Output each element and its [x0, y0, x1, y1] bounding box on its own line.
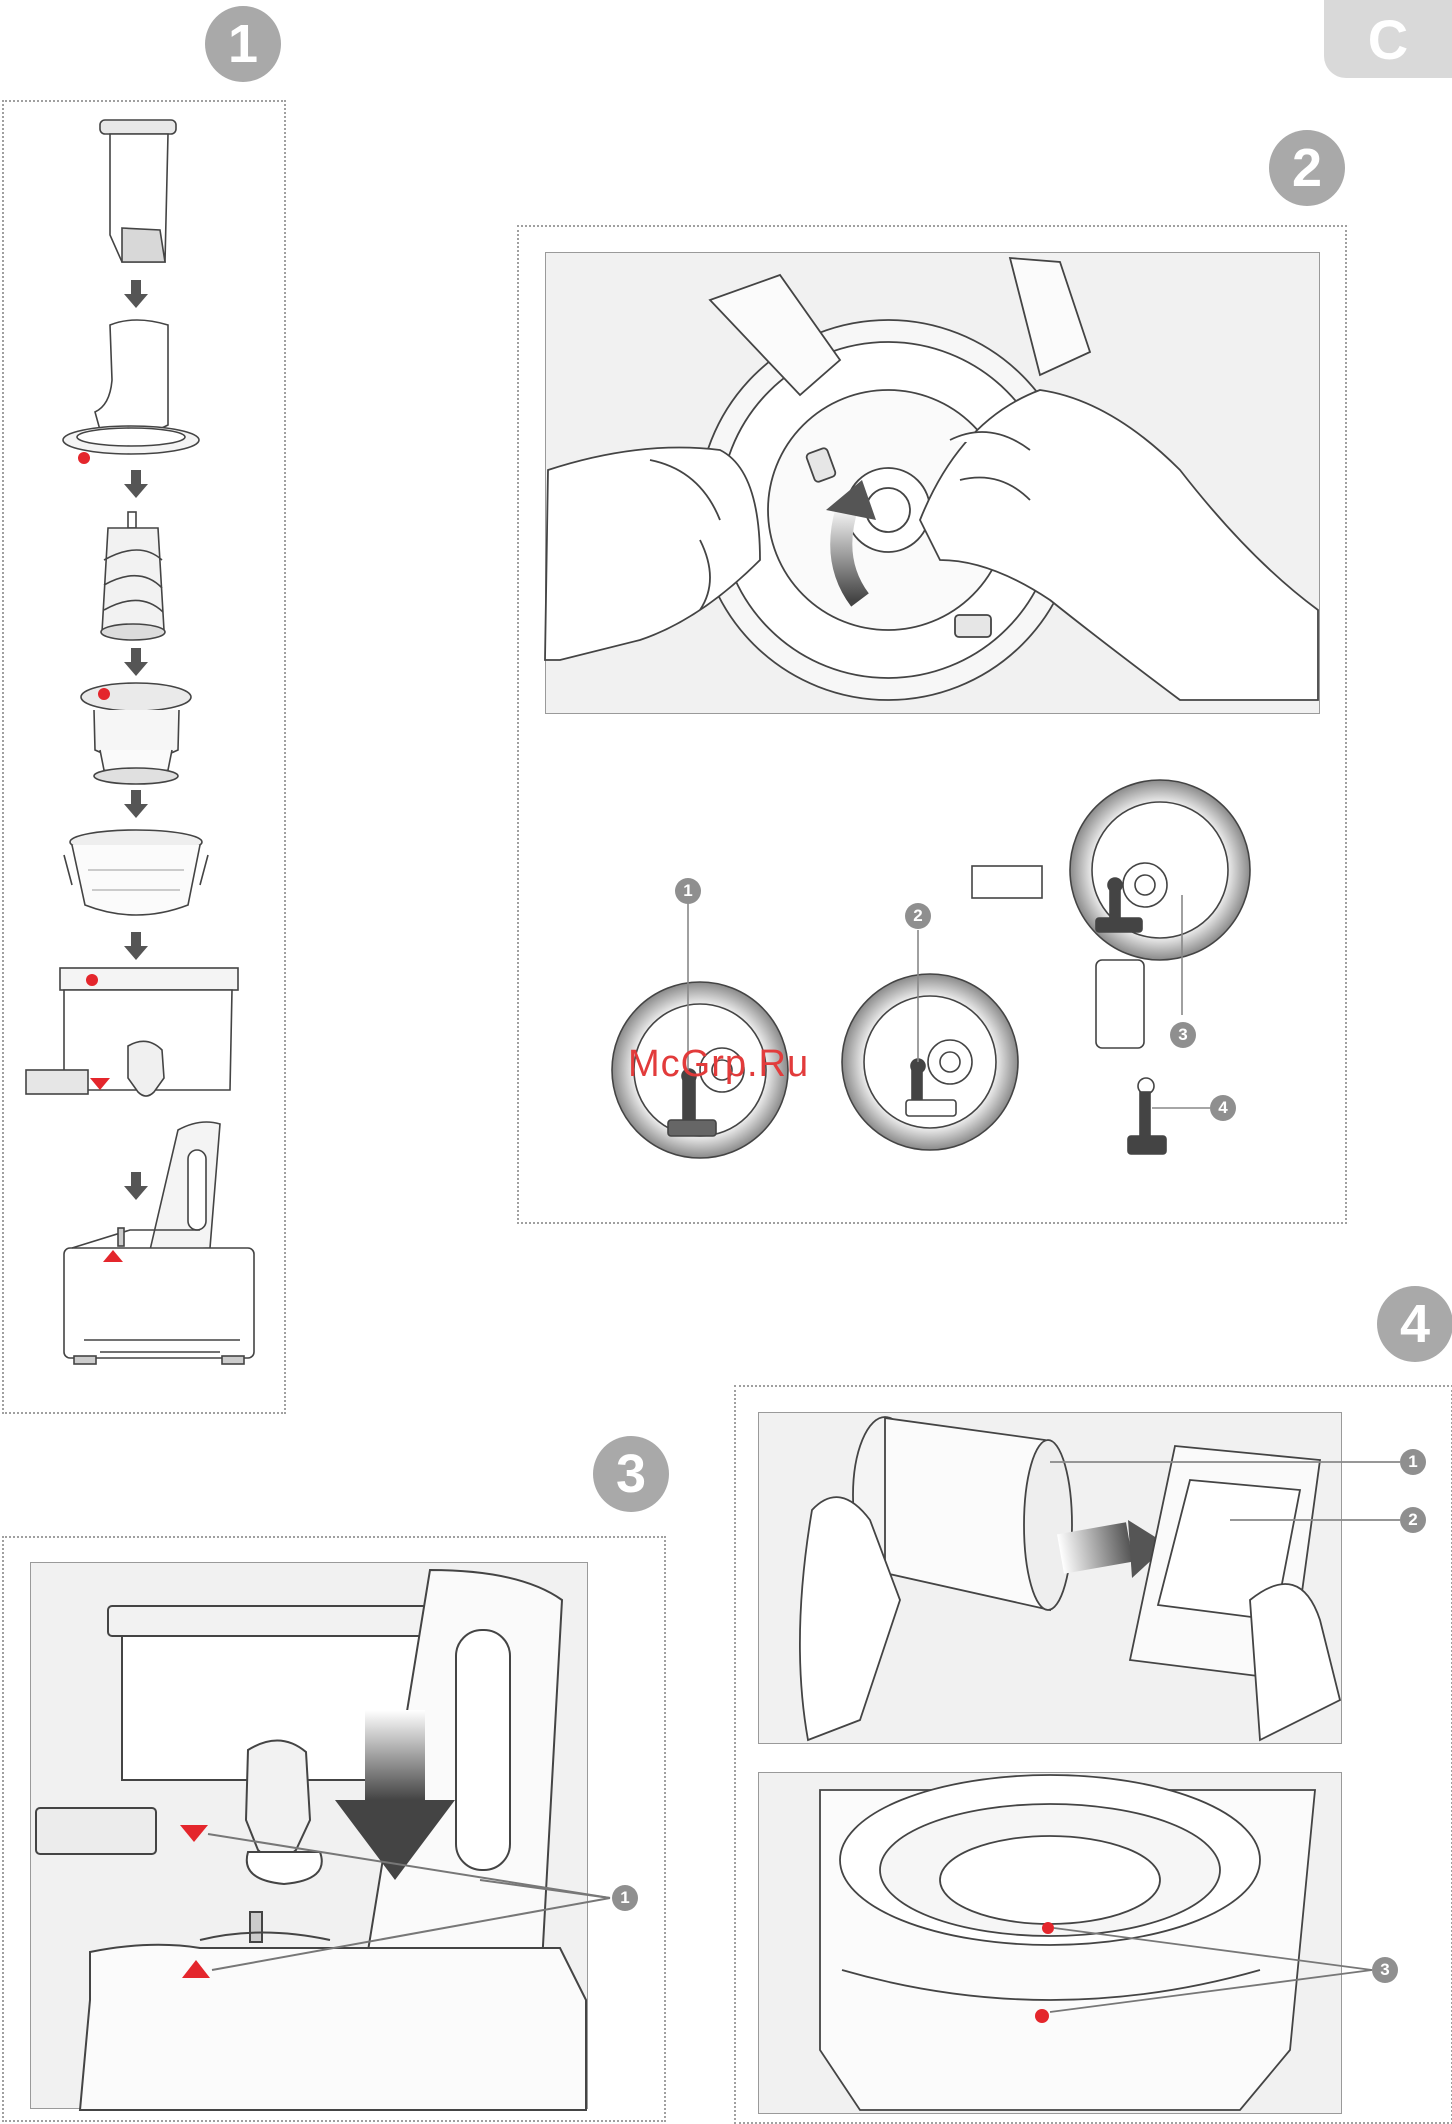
- red-triangle-icon: [180, 1825, 208, 1842]
- step-3-scene: [36, 1570, 610, 2110]
- step-2-callout-1: 1: [675, 878, 701, 904]
- red-dot-icon: [98, 688, 110, 700]
- strainer-part: [81, 683, 191, 784]
- step-2-hands-scene: [545, 258, 1318, 700]
- red-dot-icon: [1042, 1922, 1054, 1934]
- watermark-text: McGrp.Ru: [628, 1043, 809, 1086]
- step-1-assembly: [26, 120, 254, 1364]
- brush-basket-part: [64, 830, 208, 915]
- red-dot-icon: [1035, 2009, 1049, 2023]
- step-2-callout-2: 2: [905, 903, 931, 929]
- down-arrow-icon: [124, 1172, 148, 1200]
- step-2-lid-1: [612, 900, 788, 1158]
- red-dot-icon: [78, 452, 90, 464]
- motor-base-part: [64, 1122, 254, 1364]
- step-2-wiper-part: [1128, 1078, 1210, 1154]
- down-arrow-icon: [124, 648, 148, 676]
- step-2-lid-2: [842, 930, 1018, 1150]
- auger-part: [101, 512, 165, 640]
- step-4-bottom-scene: [820, 1775, 1372, 2110]
- down-arrow-icon: [124, 790, 148, 818]
- hopper-part: [100, 120, 176, 262]
- step-4-top-scene: [800, 1417, 1400, 1740]
- step-4-callout-2: 2: [1400, 1507, 1426, 1533]
- big-down-arrow-icon: [365, 1710, 425, 1800]
- step-2-callout-4: 4: [1210, 1095, 1236, 1121]
- step-2-lid-3: [972, 780, 1250, 1048]
- lid-part: [63, 320, 199, 464]
- step-3-callout-1: 1: [612, 1885, 638, 1911]
- bowl-part: [26, 968, 238, 1096]
- red-dot-icon: [86, 974, 98, 986]
- down-arrow-icon: [124, 280, 148, 308]
- down-arrow-icon: [124, 932, 148, 960]
- step-2-callout-3: 3: [1170, 1022, 1196, 1048]
- step-4-callout-3: 3: [1372, 1957, 1398, 1983]
- step-4-callout-1: 1: [1400, 1449, 1426, 1475]
- down-arrow-icon: [124, 470, 148, 498]
